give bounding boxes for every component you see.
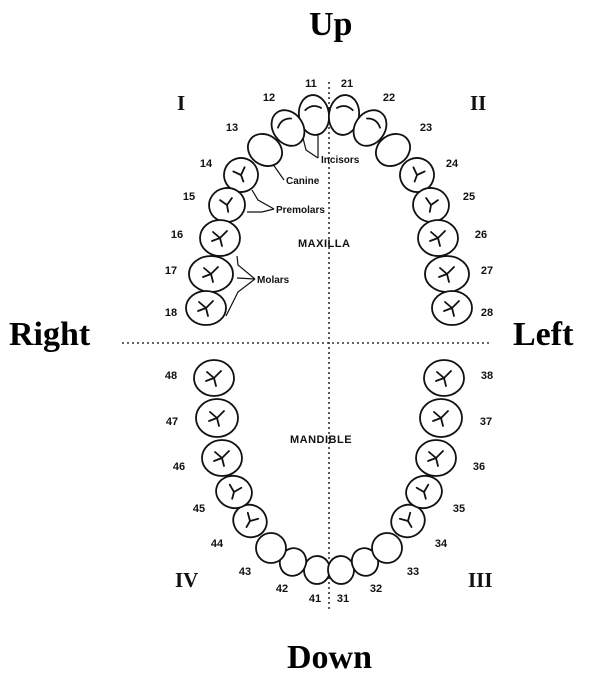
quadrant-3-label: III <box>468 568 493 592</box>
tooth-number-43: 43 <box>239 566 251 578</box>
tooth-28 <box>432 291 472 325</box>
tooth-number-28: 28 <box>481 307 493 319</box>
tooth-47 <box>196 399 238 437</box>
tooth-number-42: 42 <box>276 583 288 595</box>
tooth-31 <box>327 555 355 585</box>
premolars-leader-lower <box>247 209 274 212</box>
premolars-label: Premolars <box>276 205 325 216</box>
tooth-number-33: 33 <box>407 566 419 578</box>
quadrant-4-label: IV <box>175 568 198 592</box>
tooth-number-15: 15 <box>183 191 195 203</box>
tooth-17 <box>189 256 233 292</box>
teeth <box>186 93 472 585</box>
tooth-number-23: 23 <box>420 122 432 134</box>
tooth-41 <box>303 555 331 585</box>
tooth-number-47: 47 <box>166 416 178 428</box>
tooth-number-44: 44 <box>211 538 224 550</box>
tooth-outline <box>327 555 355 585</box>
tooth-27 <box>425 256 469 292</box>
tooth-18 <box>186 291 226 325</box>
tooth-number-37: 37 <box>480 416 492 428</box>
premolars-leader-upper <box>252 190 274 209</box>
tooth-26 <box>418 220 458 256</box>
tooth-16 <box>200 220 240 256</box>
tooth-number-21: 21 <box>341 78 353 90</box>
tooth-number-36: 36 <box>473 461 485 473</box>
tooth-number-45: 45 <box>193 503 205 515</box>
tooth-number-26: 26 <box>475 229 487 241</box>
tooth-number-41: 41 <box>309 593 321 605</box>
molars-leader-upper <box>237 256 255 279</box>
tooth-37 <box>420 399 462 437</box>
tooth-number-12: 12 <box>263 92 275 104</box>
tooth-number-22: 22 <box>383 92 395 104</box>
tooth-48 <box>194 360 234 396</box>
tooth-number-13: 13 <box>226 122 238 134</box>
tooth-number-34: 34 <box>435 538 448 550</box>
tooth-number-24: 24 <box>446 158 459 170</box>
tooth-number-38: 38 <box>481 370 493 382</box>
quadrant-2-label: II <box>470 91 486 115</box>
tooth-number-48: 48 <box>165 370 177 382</box>
tooth-38 <box>424 360 464 396</box>
tooth-number-11: 11 <box>305 78 317 90</box>
tooth-number-27: 27 <box>481 265 493 277</box>
tooth-number-18: 18 <box>165 307 177 319</box>
tooth-number-17: 17 <box>165 265 177 277</box>
mandible-label: MANDIBLE <box>290 434 352 446</box>
tooth-46 <box>202 440 242 476</box>
tooth-number-31: 31 <box>337 593 349 605</box>
tooth-number-32: 32 <box>370 583 382 595</box>
molars-label: Molars <box>257 275 290 286</box>
tooth-number-46: 46 <box>173 461 185 473</box>
incisors-label: Incisors <box>321 155 360 166</box>
molars-leader-middle <box>237 278 255 279</box>
canine-label: Canine <box>286 176 320 187</box>
molars-leader-lower <box>226 279 255 316</box>
quadrant-1-label: I <box>177 91 185 115</box>
tooth-outline <box>303 555 331 585</box>
tooth-number-35: 35 <box>453 503 465 515</box>
tooth-number-25: 25 <box>463 191 475 203</box>
maxilla-label: MAXILLA <box>298 238 350 250</box>
tooth-36 <box>416 440 456 476</box>
tooth-number-14: 14 <box>200 158 213 170</box>
tooth-number-16: 16 <box>171 229 183 241</box>
